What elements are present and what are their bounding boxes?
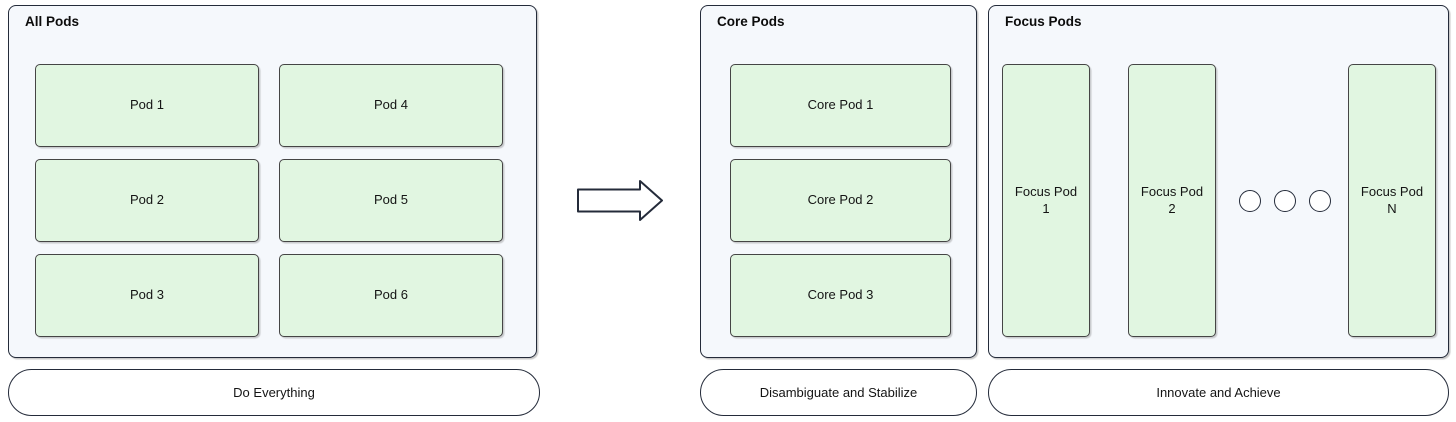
pod-box-4: Pod 4 xyxy=(279,64,503,147)
focus-pod-label-line: N xyxy=(1387,200,1397,216)
focus-pod-label: Focus Pod 1 xyxy=(1015,184,1077,217)
right-arrow-icon xyxy=(577,180,663,221)
pod-box-5: Pod 5 xyxy=(279,159,503,242)
core-pods-panel: Core Pods Core Pod 1 Core Pod 2 Core Pod… xyxy=(700,5,977,358)
core-pods-panel-title: Core Pods xyxy=(717,14,785,29)
focus-pods-panel-title: Focus Pods xyxy=(1005,14,1082,29)
ellipsis-circle xyxy=(1274,190,1296,212)
focus-pod-label-line: Focus Pod xyxy=(1360,184,1424,200)
focus-pod-box-1: Focus Pod 1 xyxy=(1002,64,1090,337)
focus-pod-label-line: 2 xyxy=(1168,200,1176,216)
ellipsis-circle xyxy=(1239,190,1261,212)
focus-pod-label-line: Focus Pod xyxy=(1014,184,1078,200)
focus-pod-label: Focus Pod N xyxy=(1361,184,1423,217)
focus-pod-label-line: Focus Pod xyxy=(1140,184,1204,200)
pod-box-2: Pod 2 xyxy=(35,159,259,242)
caption-pill-disambiguate-stabilize: Disambiguate and Stabilize xyxy=(700,369,977,416)
focus-pod-box-n: Focus Pod N xyxy=(1348,64,1436,337)
focus-pod-box-2: Focus Pod 2 xyxy=(1128,64,1216,337)
core-pod-box-2: Core Pod 2 xyxy=(730,159,951,242)
caption-pill-innovate-achieve: Innovate and Achieve xyxy=(988,369,1449,416)
core-pod-box-3: Core Pod 3 xyxy=(730,254,951,337)
pod-box-6: Pod 6 xyxy=(279,254,503,337)
all-pods-panel: All Pods Pod 1 Pod 2 Pod 3 Pod 4 Pod 5 P… xyxy=(8,5,537,358)
focus-pod-label-line: 1 xyxy=(1042,200,1050,216)
ellipsis-circle xyxy=(1309,190,1331,212)
ellipsis-circles xyxy=(1239,190,1331,212)
core-pod-box-1: Core Pod 1 xyxy=(730,64,951,147)
pod-box-1: Pod 1 xyxy=(35,64,259,147)
pod-box-3: Pod 3 xyxy=(35,254,259,337)
caption-pill-do-everything: Do Everything xyxy=(8,369,540,416)
focus-pods-panel: Focus Pods Focus Pod 1 Focus Pod 2 Focus… xyxy=(988,5,1449,358)
all-pods-panel-title: All Pods xyxy=(25,14,80,29)
focus-pod-label: Focus Pod 2 xyxy=(1141,184,1203,217)
